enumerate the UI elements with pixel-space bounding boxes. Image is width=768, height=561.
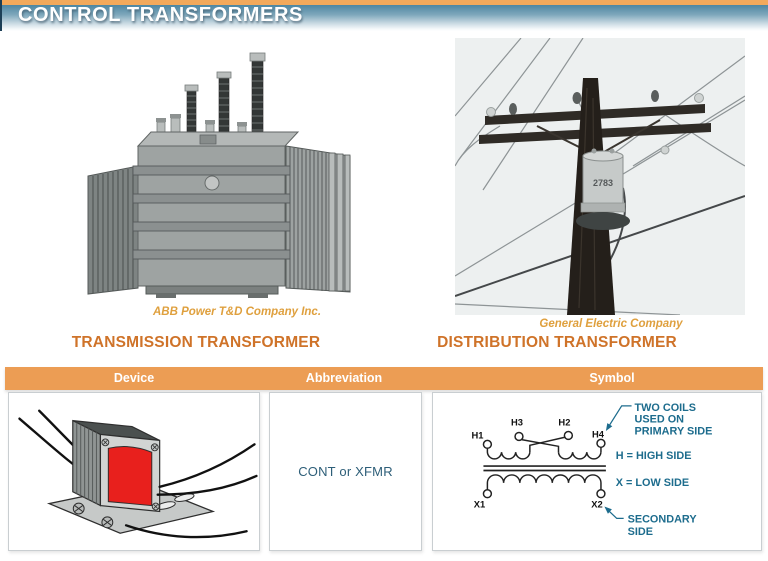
leader-arrow-secondary bbox=[604, 506, 612, 514]
terminal-h4: H4 bbox=[592, 429, 605, 439]
annotation-low-side: X = LOW SIDE bbox=[616, 477, 689, 489]
tank bbox=[132, 131, 300, 298]
transmission-transformer-photo bbox=[87, 52, 351, 298]
credit-right: General Electric Company bbox=[539, 318, 683, 330]
table-cell-device bbox=[8, 392, 260, 551]
table-cell-symbol: H1 H3 H2 H4 X1 X2 TWO COILS USED ON PRIM… bbox=[432, 392, 762, 551]
terminal-h2: H2 bbox=[558, 418, 570, 428]
terminal-h1: H1 bbox=[472, 430, 484, 440]
abbreviation-value: CONT or XFMR bbox=[298, 464, 393, 479]
leader-arrow-primary bbox=[605, 423, 613, 432]
pole-transformer-number: 2783 bbox=[593, 178, 613, 188]
header-bar bbox=[2, 5, 768, 31]
terminal-labels: H1 H3 H2 H4 X1 X2 bbox=[472, 418, 605, 510]
distribution-transformer-photo: 2783 bbox=[455, 38, 745, 315]
column-header-symbol: Symbol bbox=[589, 371, 635, 385]
annotation-two-coils-1: TWO COILS bbox=[635, 402, 697, 414]
right-radiator bbox=[285, 145, 351, 293]
lead-wire-bottom bbox=[124, 524, 248, 539]
annotations: TWO COILS USED ON PRIMARY SIDE H = HIGH … bbox=[616, 402, 713, 538]
leader-lines bbox=[605, 405, 632, 520]
figure-title-distribution: DISTRIBUTION TRANSFORMER bbox=[437, 334, 677, 351]
page-title: CONTROL TRANSFORMERS bbox=[18, 4, 303, 26]
terminal-h3: H3 bbox=[511, 418, 523, 428]
terminal-x2: X2 bbox=[591, 500, 602, 510]
annotation-two-coils-3: PRIMARY SIDE bbox=[635, 425, 713, 437]
schematic bbox=[482, 430, 606, 499]
table-cell-abbreviation: CONT or XFMR bbox=[269, 392, 422, 551]
column-header-abbreviation: Abbreviation bbox=[305, 371, 383, 385]
annotation-two-coils-2: USED ON bbox=[635, 414, 685, 426]
annotation-secondary-1: SECONDARY bbox=[628, 513, 698, 525]
header-left-edge bbox=[0, 0, 2, 31]
control-transformer-illustration bbox=[18, 409, 258, 539]
transformer-symbol-diagram: H1 H3 H2 H4 X1 X2 TWO COILS USED ON PRIM… bbox=[472, 402, 713, 538]
figure-title-transmission: TRANSMISSION TRANSFORMER bbox=[71, 334, 321, 351]
column-header-device: Device bbox=[113, 371, 155, 385]
annotation-secondary-2: SIDE bbox=[628, 526, 653, 538]
lead-wires-right bbox=[156, 443, 258, 496]
table-header-band bbox=[5, 367, 763, 390]
annotation-high-side: H = HIGH SIDE bbox=[616, 450, 692, 462]
left-radiator bbox=[87, 165, 139, 295]
red-coil bbox=[107, 446, 153, 507]
terminal-circles bbox=[482, 430, 606, 499]
transformer-can: 2783 bbox=[576, 148, 630, 230]
laminated-core bbox=[72, 419, 161, 513]
header-accent-stripe bbox=[2, 0, 768, 5]
terminal-x1: X1 bbox=[474, 500, 485, 510]
credit-left: ABB Power T&D Company Inc. bbox=[152, 306, 322, 318]
